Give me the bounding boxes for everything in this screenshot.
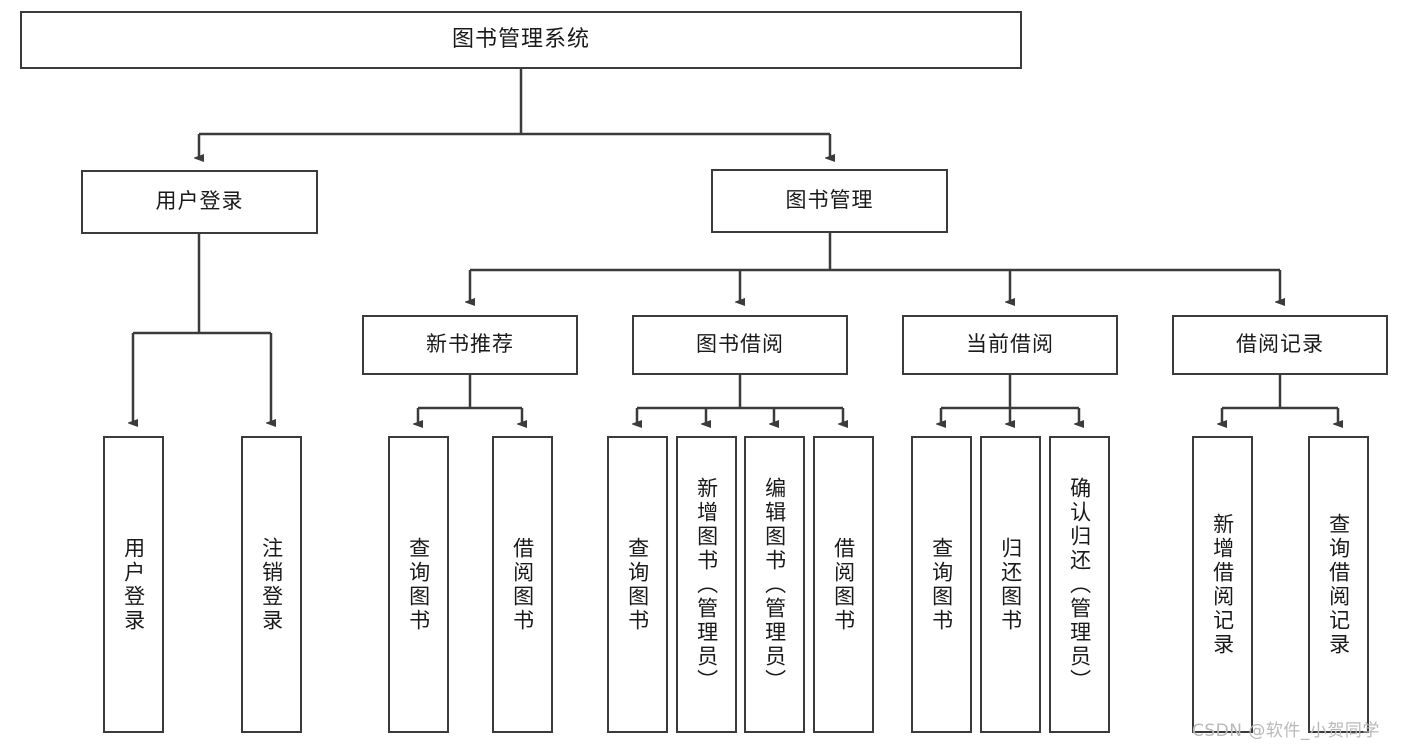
node-current-borrow[interactable]: 当前借阅 [902,315,1118,375]
leaf-book-borrow-query-book[interactable]: 查询图书 [607,436,668,733]
leaf-user-login-logout[interactable]: 注销登录 [241,436,302,733]
leaf-book-borrow-borrow-book[interactable]: 借阅图书 [813,436,874,733]
node-new-book-recommend[interactable]: 新书推荐 [362,315,578,375]
leaf-new-book-borrow-book[interactable]: 借阅图书 [492,436,553,733]
node-label: 借阅图书 [510,536,535,633]
node-label: 归还图书 [998,536,1023,633]
leaf-current-borrow-confirm-return-admin[interactable]: 确认归还（管理员） [1049,436,1110,733]
leaf-user-login-login[interactable]: 用户登录 [103,436,164,733]
node-book-management[interactable]: 图书管理 [711,169,948,233]
node-label: 查询图书 [929,536,954,633]
node-label: 新书推荐 [426,332,514,357]
node-label: 编辑图书（管理员） [762,476,787,693]
node-label: 借阅图书 [831,536,856,633]
node-label: 注销登录 [259,536,284,633]
node-label: 用户登录 [121,536,146,633]
node-label: 查询借阅记录 [1326,512,1351,657]
leaf-borrow-record-query-record[interactable]: 查询借阅记录 [1308,436,1369,733]
node-label: 新增图书（管理员） [694,476,719,693]
node-label: 确认归还（管理员） [1067,476,1092,693]
node-label: 图书管理 [785,188,874,213]
leaf-book-borrow-add-book-admin[interactable]: 新增图书（管理员） [676,436,737,733]
leaf-book-borrow-edit-book-admin[interactable]: 编辑图书（管理员） [744,436,805,733]
leaf-current-borrow-return-book[interactable]: 归还图书 [980,436,1041,733]
node-book-borrow[interactable]: 图书借阅 [632,315,848,375]
node-label: 当前借阅 [966,332,1054,357]
node-user-login[interactable]: 用户登录 [81,170,318,234]
leaf-current-borrow-query-book[interactable]: 查询图书 [911,436,972,733]
node-label: 借阅记录 [1236,332,1324,357]
node-root-system[interactable]: 图书管理系统 [20,11,1022,69]
leaf-new-book-query-book[interactable]: 查询图书 [388,436,449,733]
node-label: 用户登录 [155,189,244,214]
node-label: 新增借阅记录 [1210,512,1235,657]
node-label: 图书管理系统 [451,26,590,52]
leaf-borrow-record-add-record[interactable]: 新增借阅记录 [1192,436,1253,733]
node-label: 查询图书 [406,536,431,633]
node-label: 图书借阅 [696,332,784,357]
node-label: 查询图书 [625,536,650,633]
node-borrow-record[interactable]: 借阅记录 [1172,315,1388,375]
